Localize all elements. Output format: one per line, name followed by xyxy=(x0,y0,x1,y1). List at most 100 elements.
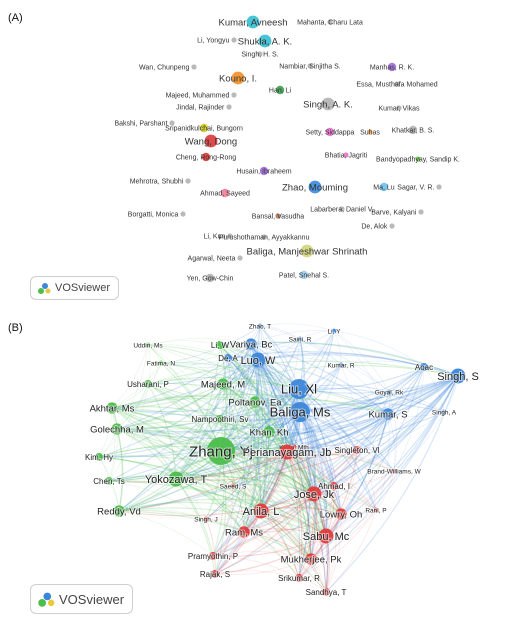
node-perianayagam-jb[interactable]: Perianayagam, Jb xyxy=(242,444,332,460)
node-bubble[interactable] xyxy=(227,233,233,239)
node-srikumar-r[interactable]: Srikumar, R xyxy=(277,573,321,584)
node-bubble[interactable] xyxy=(207,437,235,465)
node-majeed-m[interactable]: Majeed, M xyxy=(200,378,246,391)
node-bubble[interactable] xyxy=(231,37,237,43)
node-jose-jk[interactable]: Jose, Jk xyxy=(293,486,336,502)
node-bubble[interactable] xyxy=(158,360,164,366)
node-kim-hy[interactable]: Kim, Hy xyxy=(84,452,114,463)
node-bubble[interactable] xyxy=(335,508,347,520)
node-kumar-s[interactable]: Kumar, S xyxy=(367,408,409,421)
node-bansal-vasudha[interactable]: Bansal, Vasudha xyxy=(252,213,305,220)
node-aoac[interactable]: Aoac xyxy=(414,362,434,373)
node-wang-dong[interactable]: Wang, Dong xyxy=(185,134,237,148)
node-bubble[interactable] xyxy=(245,338,257,350)
node-essa-musthafa-mohamed[interactable]: Essa, Musthafa Mohamed xyxy=(356,81,438,88)
node-bubble[interactable] xyxy=(105,477,113,485)
node-bubble[interactable] xyxy=(373,507,379,513)
node-saini-r[interactable]: Saini, R xyxy=(288,335,313,344)
node-bubble[interactable] xyxy=(307,63,313,69)
node-bubble[interactable] xyxy=(211,570,219,578)
node-bubble[interactable] xyxy=(180,211,186,217)
node-bubble[interactable] xyxy=(257,323,263,329)
node-bhatia-jagriti[interactable]: Bhatia, Jagriti xyxy=(325,152,368,159)
node-bubble[interactable] xyxy=(217,378,229,390)
node-khan-kh[interactable]: Khan, Kh xyxy=(248,426,290,439)
node-bubble[interactable] xyxy=(203,516,209,522)
node-bubble[interactable] xyxy=(343,152,349,158)
node-yokozawa-t[interactable]: Yokozawa, T xyxy=(144,471,208,487)
node-bubble[interactable] xyxy=(261,234,267,240)
node-bubble[interactable] xyxy=(299,270,309,280)
node-sandhya-t[interactable]: Sandhya, T xyxy=(305,587,348,598)
node-bubble[interactable] xyxy=(169,120,175,126)
node-mehrotra-shubhi[interactable]: Mehrotra, Shubhi xyxy=(130,178,191,185)
node-bubble[interactable] xyxy=(231,92,237,98)
node-shukla-a-k[interactable]: Shukla, A. K. xyxy=(238,34,292,48)
node-chen-ts[interactable]: Chen, Ts xyxy=(92,476,125,487)
node-ahmad-i[interactable]: Ahmad, I xyxy=(317,481,351,492)
node-nambiar-sinjitha-s[interactable]: Nambiar, Sinjitha S. xyxy=(279,63,341,70)
node-majeed-muhammed[interactable]: Majeed, Muhammed xyxy=(166,92,237,99)
node-usharani-p[interactable]: Usharani, P xyxy=(126,379,170,390)
node-manhas-r-k[interactable]: Manhas, R. K. xyxy=(370,62,414,72)
node-de-alok[interactable]: De, Alok xyxy=(361,223,395,230)
node-singh-h-s[interactable]: Singh, H. S. xyxy=(241,51,279,58)
node-golechha-m[interactable]: Golechha, M xyxy=(89,423,145,436)
node-bubble[interactable] xyxy=(250,352,266,368)
node-li-w[interactable]: Li, W xyxy=(210,340,231,351)
node-poltanov-ea[interactable]: Poltanov, Ea xyxy=(227,396,283,409)
node-bubble[interactable] xyxy=(436,184,442,190)
node-zhao-t[interactable]: Zhao, T xyxy=(248,322,272,331)
node-bubble[interactable] xyxy=(106,402,118,414)
node-variya-bc[interactable]: Variya, Bc xyxy=(229,338,274,351)
node-bubble[interactable] xyxy=(325,127,335,137)
node-bubble[interactable] xyxy=(257,51,263,57)
node-bubble[interactable] xyxy=(168,471,184,487)
node-singh-j[interactable]: Singh, J xyxy=(193,515,219,524)
node-bubble[interactable] xyxy=(199,123,209,133)
node-rajak-s[interactable]: Rajak, S xyxy=(199,569,231,580)
node-bubble[interactable] xyxy=(253,503,269,519)
node-rani-p[interactable]: Rani, P xyxy=(364,506,387,515)
vosviewer-badge-a[interactable]: VOSviewer xyxy=(30,276,120,300)
node-kumar-vikas[interactable]: Kumar, Vikas xyxy=(378,105,420,112)
node-bubble[interactable] xyxy=(318,528,334,544)
node-bakshi-parshant[interactable]: Bakshi, Parshant xyxy=(114,120,175,127)
node-bubble[interactable] xyxy=(191,64,197,70)
node-fatima-n[interactable]: Fatima, N xyxy=(146,359,176,368)
node-nampoothiri-sv[interactable]: Nampoothiri, Sv xyxy=(191,414,250,425)
node-bubble[interactable] xyxy=(246,15,260,29)
node-bubble[interactable] xyxy=(441,409,447,415)
node-mukherjee-pk[interactable]: Mukherjee, Pk xyxy=(280,553,343,566)
node-pramyothin-p[interactable]: Pramyothin, P xyxy=(187,551,239,562)
node-de-a[interactable]: De, A xyxy=(217,353,239,364)
node-bubble[interactable] xyxy=(321,97,335,111)
node-bubble[interactable] xyxy=(420,363,428,371)
node-bubble[interactable] xyxy=(338,362,344,368)
node-barve-kalyani[interactable]: Barve, Kalyani xyxy=(371,209,424,216)
node-wan-chunpeng[interactable]: Wan, Chunpeng xyxy=(139,64,197,71)
node-bubble[interactable] xyxy=(322,588,330,596)
node-bubble[interactable] xyxy=(295,574,303,582)
node-bubble[interactable] xyxy=(396,105,402,111)
node-bubble[interactable] xyxy=(330,482,338,490)
node-liu-xl[interactable]: Liu, Xl xyxy=(280,379,318,399)
node-bubble[interactable] xyxy=(408,125,418,135)
node-bubble[interactable] xyxy=(305,553,317,565)
node-singh-a-k[interactable]: Singh, A. K. xyxy=(303,97,353,111)
node-sagar-v-r[interactable]: Sagar, V. R. xyxy=(397,184,442,191)
node-bubble[interactable] xyxy=(279,444,295,460)
node-lowry-oh[interactable]: Lowry, Oh xyxy=(319,508,363,521)
node-bubble[interactable] xyxy=(353,446,361,454)
node-luo-w[interactable]: Luo, W xyxy=(240,352,277,368)
node-bubble[interactable] xyxy=(216,341,224,349)
node-bandyopadhyay-sandip-k[interactable]: Bandyopadhyay, Sandip K. xyxy=(376,156,460,163)
node-bubble[interactable] xyxy=(113,505,125,517)
node-bubble[interactable] xyxy=(300,244,314,258)
node-baliga-manjeshwar-shrinath[interactable]: Baliga, Manjeshwar Shrinath xyxy=(247,244,368,258)
node-purushothaman-ayyakkannu[interactable]: Purushothaman, Ayyakkannu xyxy=(219,234,310,241)
node-bubble[interactable] xyxy=(216,415,224,423)
node-bubble[interactable] xyxy=(331,328,337,334)
node-sripanidkulchai-bungorn[interactable]: Sripanidkulchai, Bungorn xyxy=(165,123,243,133)
node-singleton-vl[interactable]: Singleton, Vl xyxy=(334,445,381,456)
